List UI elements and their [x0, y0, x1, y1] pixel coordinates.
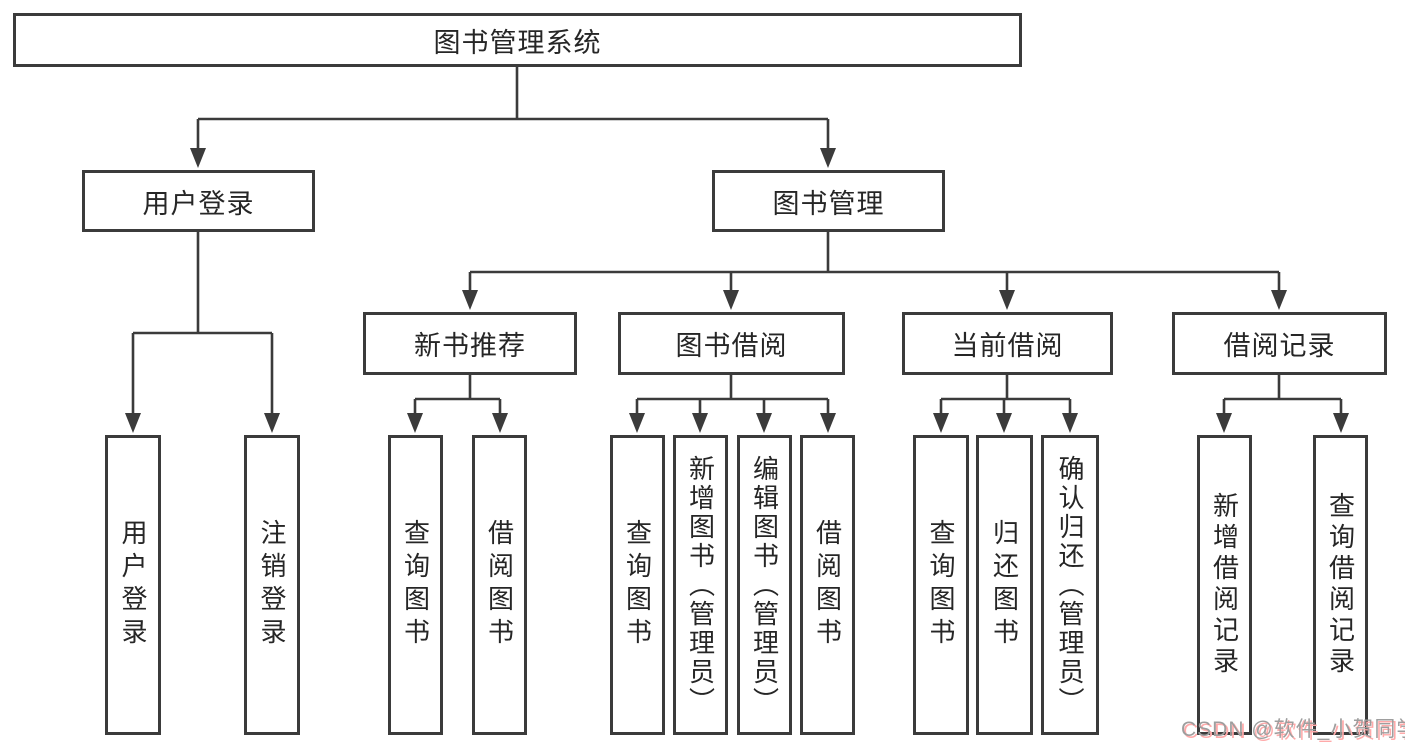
node-user-login: 用户登录: [82, 170, 315, 232]
leaf-logout: 注销登录: [244, 435, 300, 735]
leaf-logout-label: 注销登录: [257, 519, 287, 651]
leaf-add-books-admin: 新增图书（管理员）: [673, 435, 728, 735]
leaf-confirm-return-admin-label: 确认归还（管理员）: [1055, 454, 1085, 716]
node-book-borrow: 图书借阅: [618, 312, 845, 375]
arrowhead-down-icon: [820, 148, 836, 168]
leaf-current-query-books: 查询图书: [913, 435, 969, 735]
leaf-edit-books-admin-label: 编辑图书（管理员）: [749, 454, 780, 716]
leaf-add-borrow-record-label: 新增借阅记录: [1209, 492, 1240, 678]
arrowhead-down-icon: [996, 413, 1012, 433]
arrowhead-down-icon: [933, 413, 949, 433]
arrowhead-down-icon: [190, 148, 206, 168]
node-current-borrow-label: 当前借阅: [951, 331, 1064, 361]
arrowhead-down-icon: [756, 413, 772, 433]
node-book-management-label: 图书管理: [772, 188, 885, 219]
leaf-query-borrow-record: 查询借阅记录: [1313, 435, 1368, 735]
leaf-return-books: 归还图书: [976, 435, 1033, 735]
arrowhead-down-icon: [125, 413, 141, 433]
node-new-book-recommend: 新书推荐: [363, 312, 577, 375]
leaf-recommend-query-books-label: 查询图书: [400, 519, 431, 651]
node-book-borrow-label: 图书借阅: [675, 331, 788, 361]
leaf-user-login-label: 用户登录: [118, 519, 148, 651]
arrowhead-down-icon: [692, 413, 708, 433]
leaf-borrow-query-books-label: 查询图书: [622, 519, 653, 651]
arrowhead-down-icon: [820, 413, 836, 433]
leaf-recommend-query-books: 查询图书: [388, 435, 443, 735]
node-root: 图书管理系统: [13, 13, 1022, 67]
arrowhead-down-icon: [629, 413, 645, 433]
leaf-edit-books-admin: 编辑图书（管理员）: [737, 435, 792, 735]
arrowhead-down-icon: [492, 413, 508, 433]
leaf-recommend-borrow-books: 借阅图书: [472, 435, 527, 735]
leaf-return-books-label: 归还图书: [989, 519, 1020, 651]
arrowhead-down-icon: [407, 413, 423, 433]
leaf-borrow-books-label: 借阅图书: [812, 519, 843, 651]
arrowhead-down-icon: [1062, 413, 1078, 433]
leaf-add-borrow-record: 新增借阅记录: [1197, 435, 1252, 735]
leaf-query-borrow-record-label: 查询借阅记录: [1325, 492, 1356, 678]
arrowhead-down-icon: [999, 290, 1015, 310]
arrowhead-down-icon: [1216, 413, 1232, 433]
node-current-borrow: 当前借阅: [902, 312, 1113, 375]
leaf-recommend-borrow-books-label: 借阅图书: [484, 519, 515, 651]
node-borrow-records-label: 借阅记录: [1223, 331, 1336, 361]
node-borrow-records: 借阅记录: [1172, 312, 1387, 375]
arrowhead-down-icon: [462, 290, 478, 310]
leaf-add-books-admin-label: 新增图书（管理员）: [685, 454, 716, 716]
leaf-current-query-books-label: 查询图书: [926, 519, 956, 651]
node-new-book-recommend-label: 新书推荐: [414, 331, 526, 361]
node-book-management: 图书管理: [712, 170, 945, 232]
node-root-label: 图书管理系统: [433, 27, 602, 58]
arrowhead-down-icon: [723, 290, 739, 310]
leaf-user-login: 用户登录: [105, 435, 161, 735]
arrowhead-down-icon: [1333, 413, 1349, 433]
leaf-borrow-books: 借阅图书: [800, 435, 855, 735]
arrowhead-down-icon: [1271, 290, 1287, 310]
csdn-watermark: CSDN @软件_小贺同学: [1181, 718, 1405, 741]
leaf-borrow-query-books: 查询图书: [610, 435, 665, 735]
leaf-confirm-return-admin: 确认归还（管理员）: [1041, 435, 1099, 735]
arrowhead-down-icon: [264, 413, 280, 433]
node-user-login-label: 用户登录: [142, 188, 255, 219]
